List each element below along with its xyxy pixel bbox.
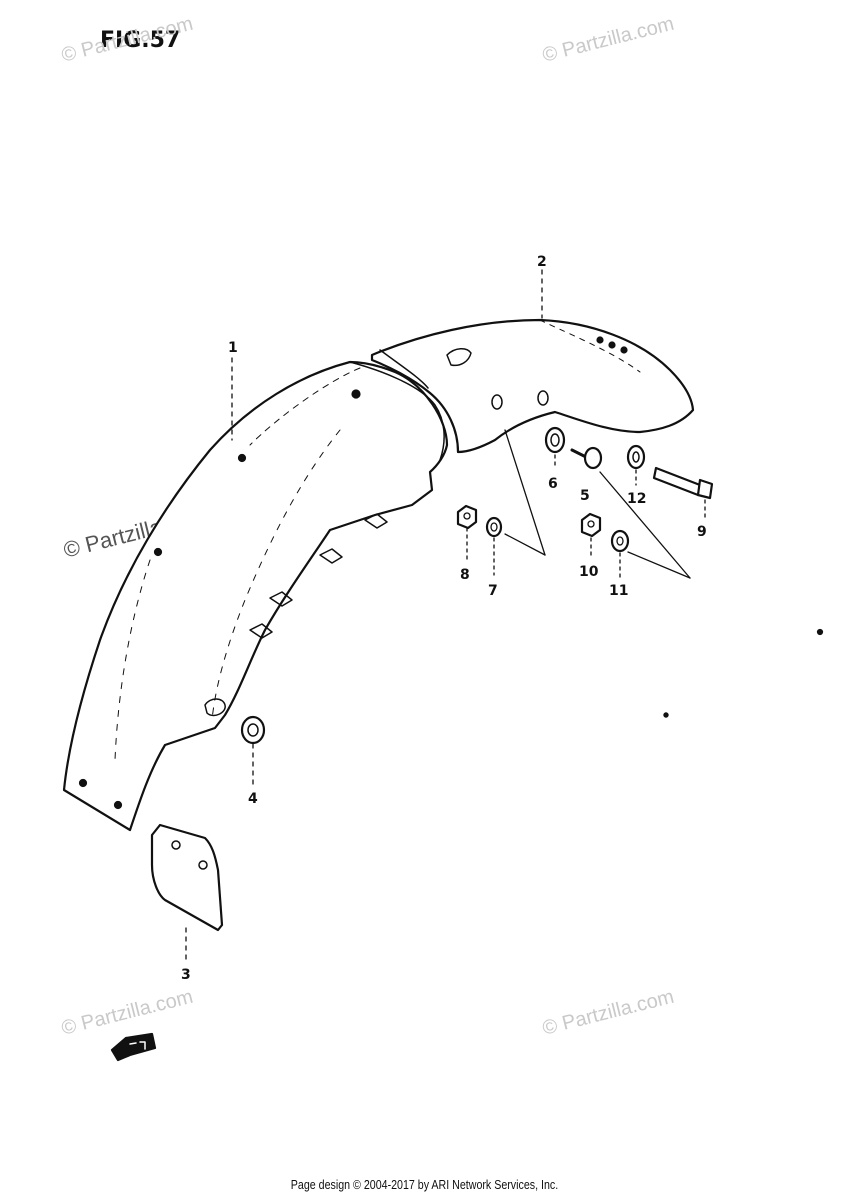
callout-6: 6 xyxy=(548,476,558,492)
part-10-nut xyxy=(580,512,602,538)
part-5-bolt xyxy=(570,446,603,470)
leader-lines xyxy=(231,269,706,581)
part-11-washer xyxy=(610,529,630,553)
callout-8: 8 xyxy=(460,567,470,583)
part-1-rear-fender xyxy=(62,360,449,832)
callout-5: 5 xyxy=(580,488,590,504)
part-2-fender-extension xyxy=(370,318,695,454)
callout-4: 4 xyxy=(248,791,258,807)
callout-11: 11 xyxy=(609,583,628,599)
part-4-grommet xyxy=(240,715,266,786)
callout-7: 7 xyxy=(488,583,498,599)
figure-title: FIG.57 xyxy=(100,28,181,53)
callout-10: 10 xyxy=(579,564,599,580)
page-footer: Page design © 2004-2017 by ARI Network S… xyxy=(290,1177,559,1192)
front-arrow-icon xyxy=(110,1032,157,1062)
callout-3: 3 xyxy=(181,967,191,983)
part-3-plate xyxy=(150,823,224,963)
part-6-washer xyxy=(544,426,566,454)
callout-2: 2 xyxy=(537,254,547,270)
callout-9: 9 xyxy=(697,524,707,540)
callout-1: 1 xyxy=(228,340,238,356)
part-12-washer xyxy=(626,444,646,470)
part-8-nut xyxy=(456,504,478,530)
callout-12: 12 xyxy=(627,491,646,507)
part-7-washer xyxy=(485,516,503,538)
part-9-bolt xyxy=(652,466,714,500)
